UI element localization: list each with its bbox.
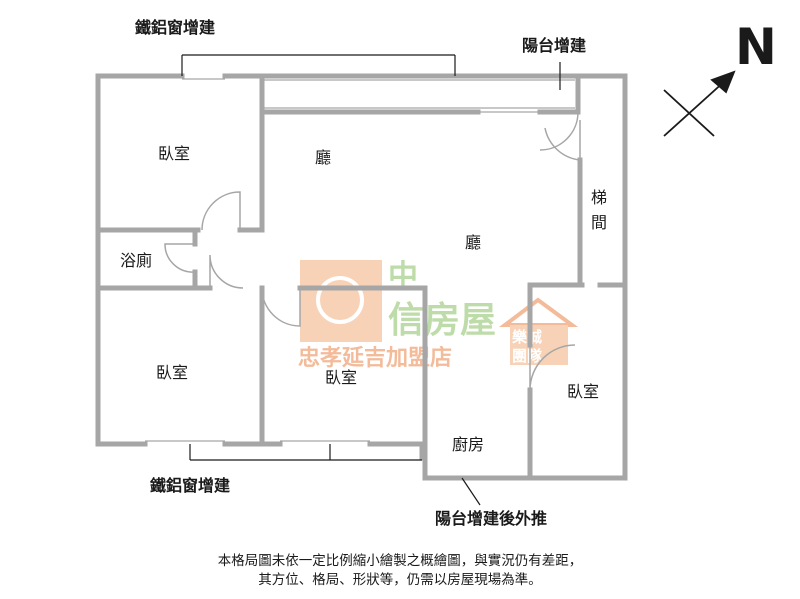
room-label-living-top: 廳 xyxy=(315,148,331,167)
room-label-bedroom-bottom-left: 臥室 xyxy=(156,363,188,382)
compass-north-letter: N xyxy=(735,18,777,76)
watermark-roof xyxy=(499,297,579,327)
top-window-annotation: 鐵鋁窗增建 xyxy=(135,18,215,37)
doors xyxy=(164,111,581,391)
door-swing xyxy=(164,243,196,273)
room-label-bedroom-top-left: 臥室 xyxy=(158,144,190,163)
compass xyxy=(663,70,736,137)
watermark-brand: 信房屋 xyxy=(388,300,496,341)
bottom-balcony-annotation: 陽台增建後外推 xyxy=(435,509,547,528)
window-lines xyxy=(145,78,575,442)
watermark-logo-ring xyxy=(316,276,364,324)
door-swing xyxy=(209,254,244,289)
door-swing xyxy=(529,344,576,391)
room-label-bedroom-middle: 臥室 xyxy=(325,368,357,387)
room-label-kitchen: 廚房 xyxy=(452,435,484,454)
watermark-logo-square xyxy=(300,260,382,342)
walls xyxy=(95,73,628,481)
disclaimer-line-1: 本格局圖未依一定比例縮小繪製之概繪圖，與實況仍有差距， xyxy=(218,552,583,569)
compass-arrow-line xyxy=(663,79,727,137)
watermark-house-body xyxy=(510,325,568,365)
door-swing xyxy=(544,120,581,161)
watermark-side-1: 樂誠 xyxy=(512,328,542,346)
disclaimer-line-2: 其方位、格局、形狀等，仍需以房屋現場為準。 xyxy=(258,571,542,588)
room-label-bedroom-right: 臥室 xyxy=(567,382,599,401)
door-swing xyxy=(201,191,241,231)
watermark-side-2: 團隊 xyxy=(512,347,543,365)
room-label-stairs-1: 梯 xyxy=(591,188,607,207)
compass-arrow-head xyxy=(710,70,736,94)
door-swing xyxy=(539,111,579,151)
room-label-bathroom: 浴廁 xyxy=(120,251,152,270)
door-swing xyxy=(261,287,301,327)
room-label-living-center: 廳 xyxy=(465,233,481,252)
watermark-branch: 忠孝延吉加盟店 xyxy=(298,345,452,371)
bottom-window-annotation: 鐵鋁窗增建 xyxy=(150,476,230,495)
room-label-stairs-2: 間 xyxy=(591,213,607,232)
callout-line xyxy=(461,477,481,506)
callout-lines xyxy=(181,54,561,506)
top-balcony-annotation: 陽台增建 xyxy=(522,36,586,55)
